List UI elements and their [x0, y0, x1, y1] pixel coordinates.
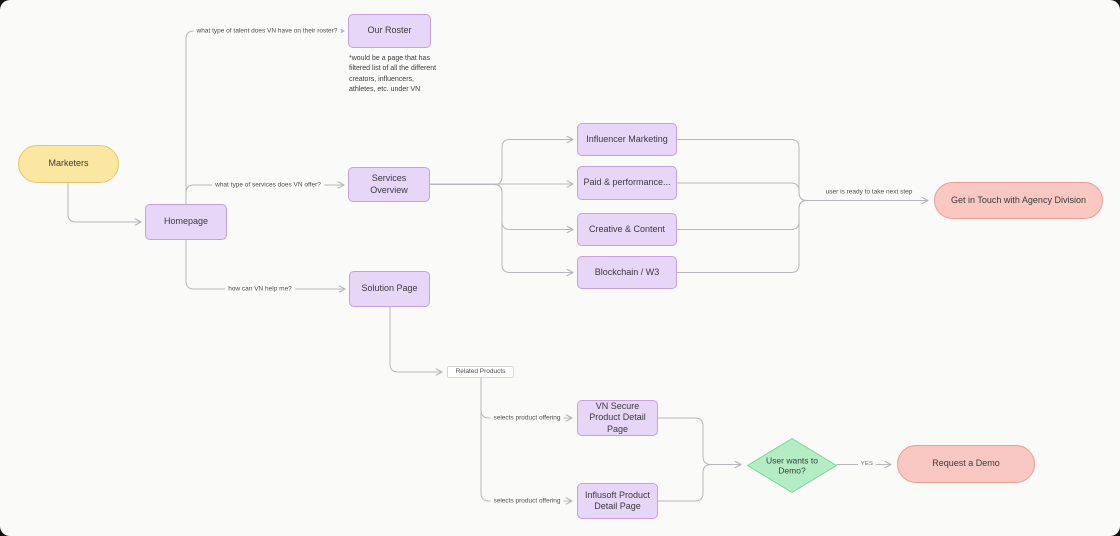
node-user-wants-demo-label: User wants to Demo?	[766, 454, 818, 476]
node-our-roster-label: Our Roster	[367, 25, 412, 36]
node-vn-secure-product-label: VN Secure Product Detail Page	[589, 401, 646, 434]
decision-diamond-shape	[747, 438, 837, 493]
node-marketers-label: Marketers	[48, 158, 89, 169]
roster-footnote: *would be a page that has filtered list …	[349, 55, 437, 93]
node-solution-page-label: Solution Page	[361, 283, 418, 294]
node-influencer-marketing-label: Influencer Marketing	[586, 133, 668, 144]
node-services-overview[interactable]: Services Overview	[348, 167, 430, 202]
node-request-demo-label: Request a Demo	[932, 458, 1000, 469]
edge-label-talent-question: what type of talent does VN have on thei…	[193, 27, 341, 35]
node-get-in-touch[interactable]: Get in Touch with Agency Division	[934, 182, 1103, 219]
edge-label-next-step: user is ready to take next step	[825, 188, 913, 196]
node-blockchain-w3[interactable]: Blockchain / W3	[577, 256, 677, 289]
edge-label-selects-product-1: selects product offering	[490, 414, 564, 422]
node-blockchain-w3-label: Blockchain / W3	[594, 266, 660, 277]
edge-label-services-question: what type of services does VN offer?	[212, 181, 324, 189]
node-influsoft-product[interactable]: Influsoft Product Detail Page	[577, 483, 658, 519]
node-homepage[interactable]: Homepage	[145, 204, 227, 240]
node-our-roster[interactable]: Our Roster	[348, 14, 431, 48]
node-user-wants-demo[interactable]: User wants to Demo?	[747, 438, 837, 493]
node-marketers[interactable]: Marketers	[18, 145, 119, 183]
node-request-demo[interactable]: Request a Demo	[897, 445, 1035, 483]
node-services-overview-label: Services Overview	[370, 173, 408, 195]
edge-label-help-question: how can VN help me?	[225, 285, 295, 293]
node-vn-secure-product[interactable]: VN Secure Product Detail Page	[577, 400, 658, 436]
node-creative-content[interactable]: Creative & Content	[577, 213, 677, 246]
edge-label-selects-product-2: selects product offering	[490, 497, 564, 505]
edge-label-yes: YES	[857, 461, 877, 467]
node-paid-performance[interactable]: Paid & performance...	[577, 166, 677, 200]
node-influencer-marketing[interactable]: Influencer Marketing	[577, 123, 677, 156]
node-paid-performance-label: Paid & performance...	[583, 177, 671, 188]
node-creative-content-label: Creative & Content	[588, 223, 666, 234]
node-solution-page[interactable]: Solution Page	[349, 271, 430, 307]
node-homepage-label: Homepage	[163, 216, 209, 227]
node-related-products-label: Related Products	[455, 367, 506, 375]
node-get-in-touch-label: Get in Touch with Agency Division	[951, 194, 1086, 205]
node-influsoft-product-label: Influsoft Product Detail Page	[584, 489, 651, 511]
node-related-products[interactable]: Related Products	[447, 366, 514, 378]
